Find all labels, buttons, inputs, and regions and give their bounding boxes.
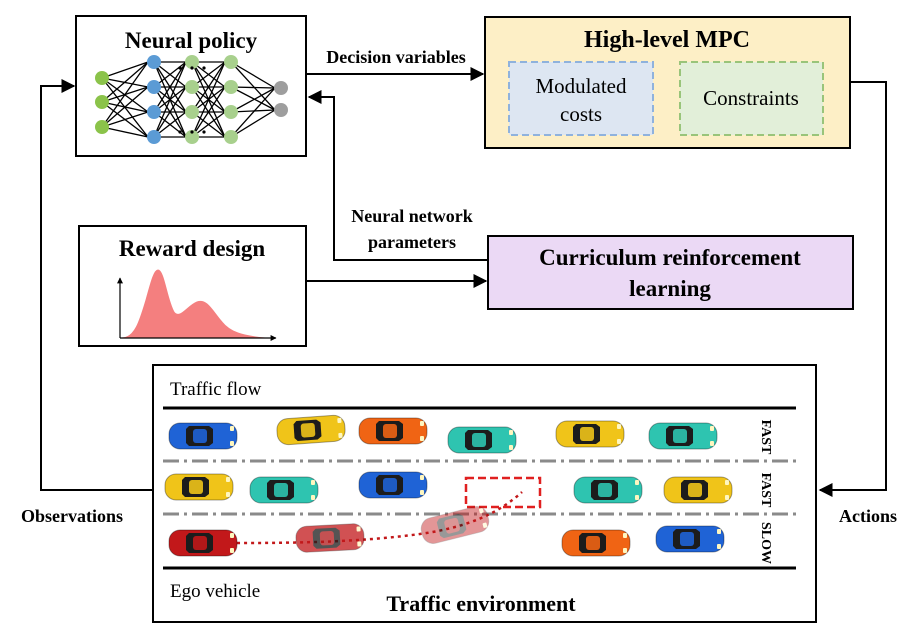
nn-edge [101,61,149,103]
nn-edge [101,126,149,138]
nn-node [185,130,199,144]
nn-edge [230,109,276,138]
nn-node [274,81,288,95]
nn-edge [230,109,276,113]
nn-node [185,80,199,94]
car [561,529,631,557]
nn-edge [191,61,226,138]
ego-vehicle-label: Ego vehicle [170,581,260,602]
modulated-costs-box [508,61,654,136]
mpc-block: High-level MPC Modulated costs Constrain… [484,16,851,149]
car [420,505,490,545]
lane-label-1: FAST [758,420,773,455]
ego-trajectory [236,491,523,545]
car [663,476,733,504]
nn-dots [190,130,194,134]
mpc-title: High-level MPC [584,27,750,53]
reward-design-title: Reward design [119,236,266,261]
car [655,525,725,553]
nn-dots [178,66,182,70]
nn-edge [101,86,149,128]
nn-edge [230,87,276,138]
parameters-arrow [307,90,488,261]
lane-label-3: SLOW [758,522,773,564]
nn-dots [202,130,206,134]
nn-edge [101,61,149,79]
nn-node [95,95,109,109]
target-slot-box [464,476,542,509]
constraints-box [679,61,824,136]
car [648,422,718,450]
neural-policy-title: Neural policy [125,28,258,53]
nn-dots [178,130,182,134]
modulated-costs-label-1: Modulated [536,74,627,98]
reward-design-block: Reward design [78,225,307,347]
constraints-label: Constraints [703,86,799,110]
nn-node [224,55,238,69]
nn-node [95,71,109,85]
nn-edge [230,61,276,111]
actions-arrow [818,81,887,497]
connector-arrows [40,67,887,497]
nn-node [185,55,199,69]
curriculum-title-2: learning [629,276,711,301]
nn-node [95,120,109,134]
neural-policy-block: Neural policy [75,15,307,157]
nn-dots [190,66,194,70]
nn-edge [230,86,276,89]
observations-arrow [40,79,153,491]
modulated-costs-label-2: costs [560,102,602,126]
nn-edge [230,61,276,89]
nn-node [185,105,199,119]
nn-node [147,105,161,119]
nn-edge [101,111,149,128]
vehicles [164,414,733,557]
nn-node [147,80,161,94]
car [168,422,238,450]
actions-label: Actions [839,506,897,526]
car [164,473,234,501]
traffic-environment-block: Traffic flow Ego vehicle Traffic environ… [152,364,817,623]
traffic-environment-title: Traffic environment [386,591,576,616]
car [447,426,517,454]
nn-edge [153,61,187,138]
nn-edge [153,86,187,138]
car [358,417,428,445]
nn-edge [230,86,276,111]
nn-node [224,130,238,144]
nn-edge [153,61,187,113]
traffic-flow-label: Traffic flow [170,379,262,400]
car [295,523,365,553]
curriculum-rl-block: Curriculum reinforcement learning [487,235,854,310]
nn-node [224,105,238,119]
observations-label: Observations [21,506,123,526]
nn-edge [101,61,149,128]
car [555,420,625,448]
nn-params-label-2: parameters [368,232,456,252]
neural-network-icon [95,55,288,144]
nn-edge [191,86,226,138]
car [249,476,319,504]
car [573,476,643,504]
nn-edge [230,87,276,113]
car [358,471,428,499]
nn-params-label-1: Neural network [351,206,472,226]
curriculum-title-1: Curriculum reinforcement [539,245,801,270]
car [276,414,346,446]
ego-car [168,529,238,557]
nn-node [147,130,161,144]
lane-label-2: FAST [758,473,773,508]
reward-curve-icon [117,269,277,341]
nn-node [224,80,238,94]
nn-edge [191,61,226,113]
nn-node [147,55,161,69]
decision-variables-label: Decision variables [326,47,466,67]
nn-node [274,103,288,117]
nn-dots [202,66,206,70]
